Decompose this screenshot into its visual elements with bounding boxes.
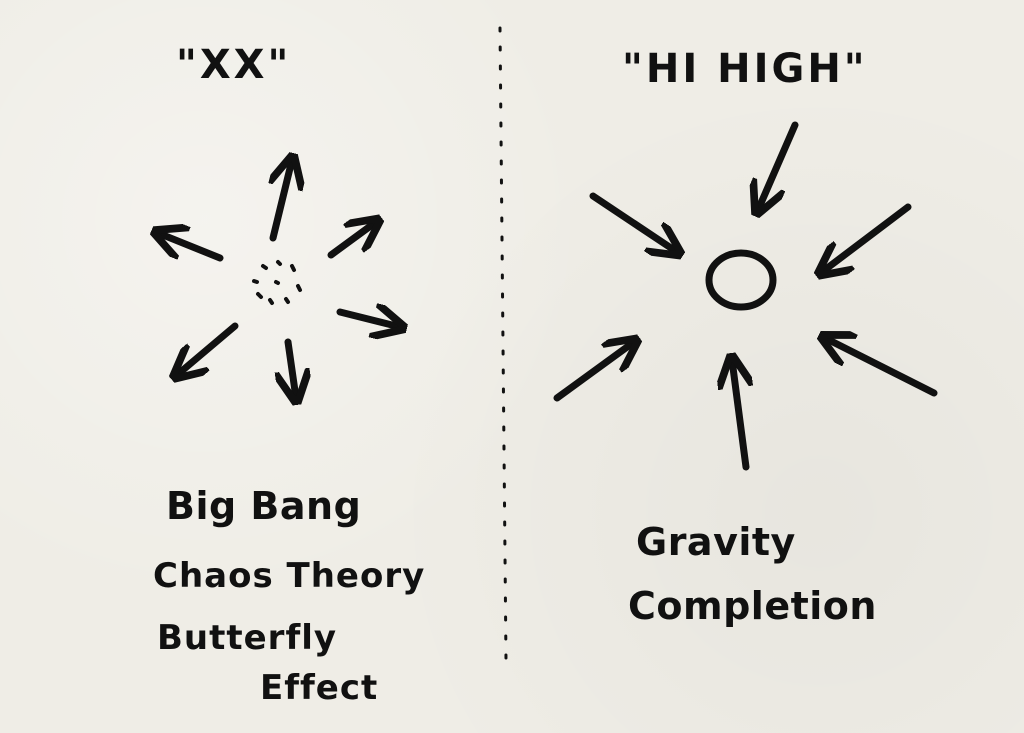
outward-arrow-upper-left [158,233,224,262]
inward-arrow-upper-left [589,192,677,252]
divider-line [498,26,508,662]
inward-arrow-lower-left [553,342,634,402]
term-chaos-theory: Chaos Theory [153,556,426,596]
term-effect: Effect [260,668,379,708]
left-heading: "XX" [176,42,292,88]
inward-arrow-bottom [732,360,746,471]
outward-arrow-down [288,338,296,398]
outward-arrow-up [273,160,292,242]
dispersion-diagram [158,160,400,398]
outward-arrow-right [336,312,400,327]
right-heading: "HI HIGH" [622,46,868,92]
convergence-diagram [553,121,938,471]
outward-arrow-lower-left [177,322,239,375]
dispersion-center-dots [252,260,302,305]
inward-arrow-lower-right [825,338,938,397]
term-big-bang: Big Bang [166,484,362,528]
term-gravity: Gravity [636,520,796,564]
inward-arrow-top [758,121,799,210]
term-completion: Completion [628,584,877,628]
inward-arrow-upper-right [822,203,912,272]
outward-arrow-upper-right [327,222,376,259]
center-circle [705,249,777,311]
term-butterfly: Butterfly [157,618,338,658]
